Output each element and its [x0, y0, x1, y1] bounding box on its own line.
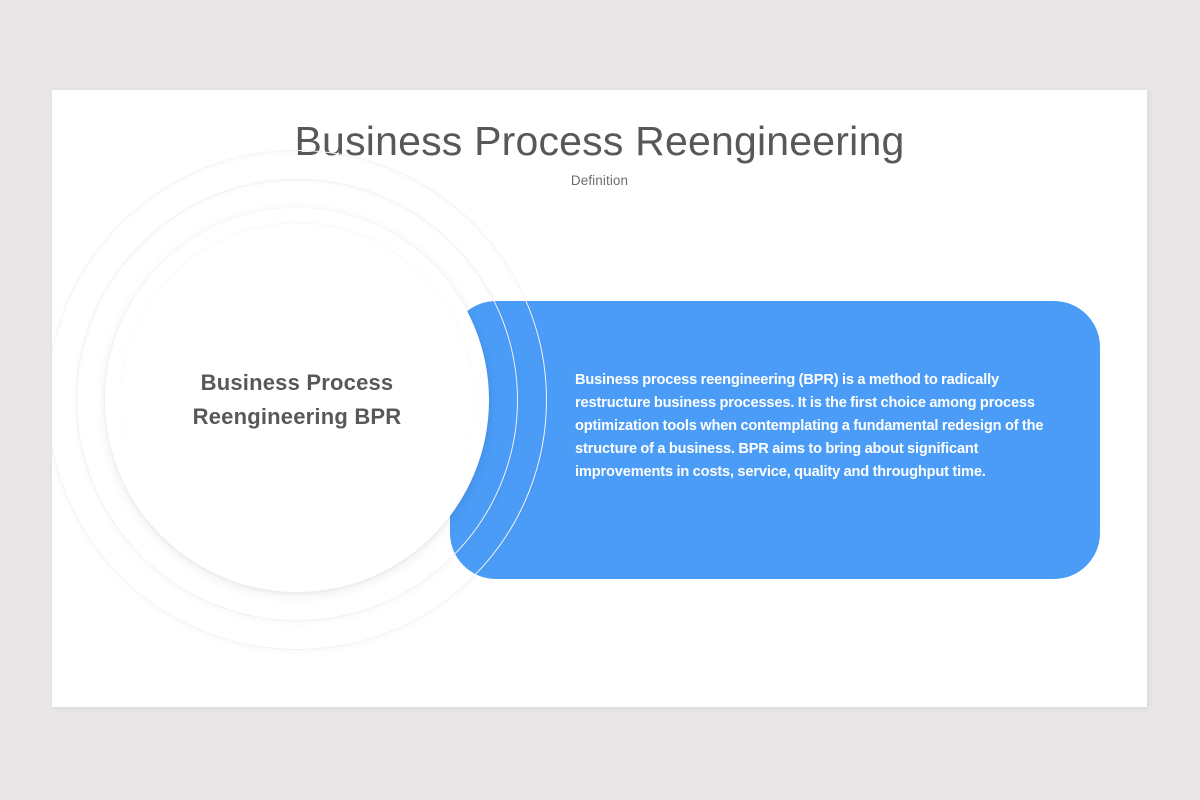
core-circle-inner — [119, 222, 475, 578]
definition-body-text: Business process reengineering (BPR) is … — [575, 372, 1044, 481]
page-subtitle: Definition — [570, 173, 629, 188]
definition-panel: Business process reengineering (BPR) is … — [450, 301, 1100, 579]
concentric-rings-graphic: Business Process Reengineering BPR — [52, 150, 547, 650]
middle-ring-decoration — [76, 179, 518, 621]
page-title: Business Process Reengineering — [294, 118, 905, 164]
outer-ring-decoration — [52, 150, 547, 650]
circle-label: Business Process Reengineering BPR — [192, 369, 402, 429]
slide-card: Business Process Reengineering Definitio… — [52, 90, 1147, 707]
